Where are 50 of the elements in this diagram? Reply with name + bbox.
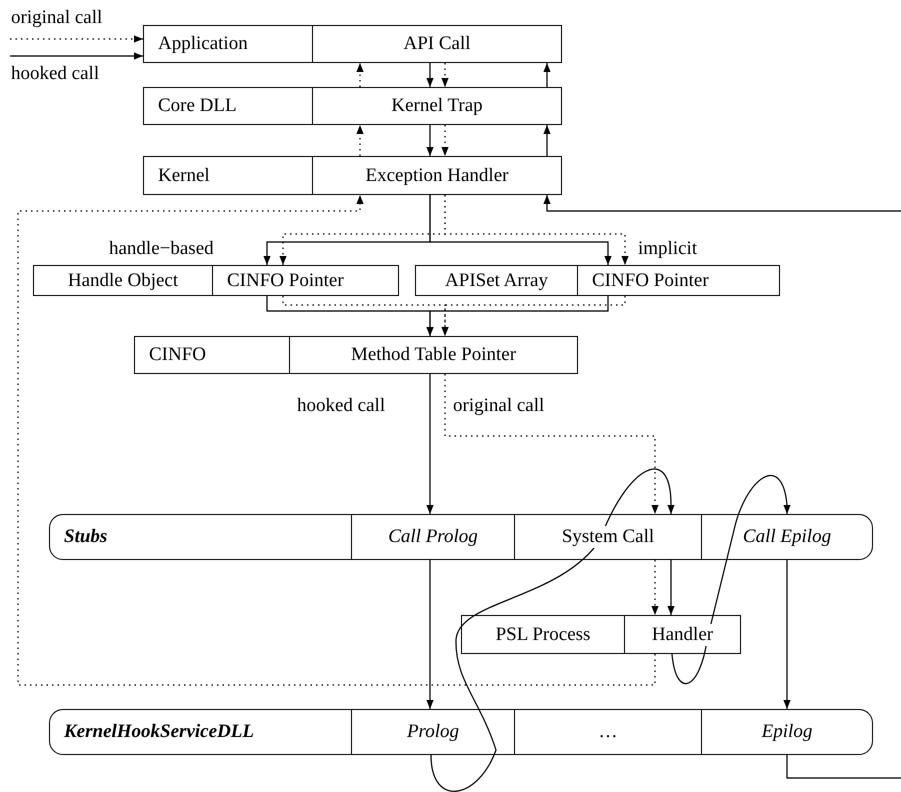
arrow <box>441 125 449 156</box>
arrow <box>441 63 449 87</box>
edge-label: original call <box>10 8 104 28</box>
arrow <box>543 125 551 156</box>
arrow <box>671 475 791 684</box>
arrow <box>10 35 143 43</box>
arrow <box>426 374 434 514</box>
arrow <box>426 63 434 87</box>
arrow <box>444 195 629 265</box>
record-cell: Exception Handler <box>312 156 562 195</box>
arrow <box>430 468 675 792</box>
arrow <box>356 125 364 156</box>
record-cell: Application <box>143 25 313 63</box>
record-cell: CINFO <box>134 336 290 374</box>
edge-label: implicit <box>637 239 698 259</box>
record-cell: Kernel <box>143 156 313 195</box>
record-cell: Epilog <box>701 709 873 755</box>
record-cell: Call Epilog <box>701 514 873 560</box>
arrow <box>429 195 612 265</box>
arrow <box>444 374 659 514</box>
record-cell: Method Table Pointer <box>289 336 578 374</box>
record-cell: CINFO Pointer <box>577 265 780 296</box>
arrow <box>543 195 901 212</box>
record-cell: Kernel Trap <box>312 87 562 125</box>
arrow <box>441 296 626 336</box>
arrow <box>543 63 551 87</box>
connector-line <box>786 755 901 779</box>
arrow <box>426 125 434 156</box>
arrow <box>10 52 143 60</box>
record-cell: API Call <box>312 25 562 63</box>
record-cell: CINFO Pointer <box>212 265 399 296</box>
record-cell: Prolog <box>351 709 515 755</box>
record-cell: Handle Object <box>33 265 213 296</box>
arrow <box>783 560 791 709</box>
record-cell: APISet Array <box>415 265 578 296</box>
record-cell: KernelHookServiceDLL <box>49 709 352 755</box>
record-cell: … <box>514 709 702 755</box>
record-cell: Stubs <box>49 514 352 560</box>
arrow <box>426 296 609 336</box>
edge-label: original call <box>452 396 546 416</box>
arrow <box>651 560 659 615</box>
arrow <box>426 560 434 709</box>
arrow <box>17 195 656 686</box>
record-cell: Core DLL <box>143 87 313 125</box>
arrow <box>667 560 675 615</box>
record-cell: Handler <box>624 615 741 654</box>
arrow <box>356 63 364 87</box>
record-cell: System Call <box>514 514 702 560</box>
record-cell: Call Prolog <box>351 514 515 560</box>
record-cell: PSL Process <box>461 615 625 654</box>
